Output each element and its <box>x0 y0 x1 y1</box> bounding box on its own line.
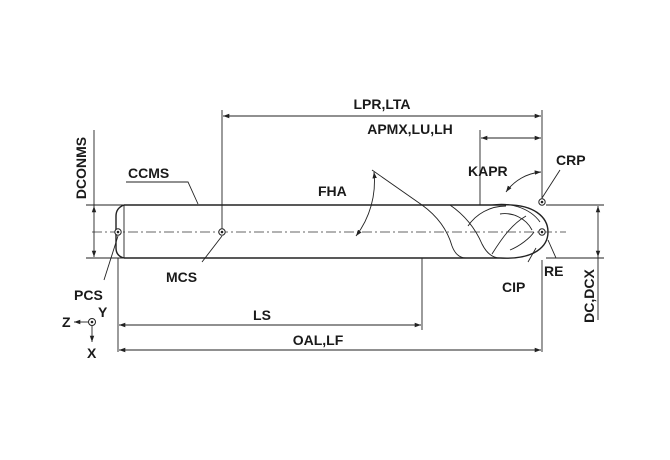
label-ls: LS <box>253 307 271 323</box>
label-apmx-lu-lh: APMX,LU,LH <box>367 121 453 137</box>
flute-helix-2 <box>449 204 501 259</box>
flute-outline <box>422 204 500 259</box>
label-lpr-lta: LPR,LTA <box>353 96 410 112</box>
leader-cip <box>527 247 537 263</box>
label-axis-y: Y <box>98 304 108 320</box>
leader-crp <box>541 169 561 199</box>
ball-edge-1 <box>499 213 533 231</box>
label-dconms: DCONMS <box>73 137 89 199</box>
label-axis-x: X <box>87 345 97 361</box>
label-fha: FHA <box>318 183 347 199</box>
extension-lines <box>86 110 604 352</box>
flute-helix-1 <box>421 204 467 259</box>
coordinate-axes-icon <box>74 318 96 342</box>
label-kapr: KAPR <box>468 163 508 179</box>
label-pcs: PCS <box>74 287 103 303</box>
flute-helix-3 <box>467 205 507 227</box>
label-ccms: CCMS <box>128 165 169 181</box>
cip-point-icon <box>538 228 546 236</box>
fha-angle <box>355 169 423 237</box>
label-re: RE <box>544 263 563 279</box>
ball-edge-3 <box>491 203 541 223</box>
ball-edge-2 <box>509 231 535 251</box>
label-dc-dcx: DC,DCX <box>581 269 597 323</box>
shank-outline <box>124 204 422 259</box>
kapr-angle <box>505 170 542 193</box>
leader-lines <box>103 169 561 281</box>
mcs-point-icon <box>218 228 226 236</box>
labels: LPR,LTA APMX,LU,LH CRP KAPR CCMS FHA MCS… <box>62 96 597 361</box>
flute-helix-4 <box>491 215 527 255</box>
label-cip: CIP <box>502 279 525 295</box>
crp-point-icon <box>538 198 546 206</box>
leader-re <box>547 239 557 259</box>
label-mcs: MCS <box>166 269 197 285</box>
tool-body <box>115 203 549 259</box>
reference-points <box>114 198 546 236</box>
pcs-point-icon <box>114 228 122 236</box>
leader-mcs <box>201 235 223 263</box>
leader-pcs <box>103 235 119 281</box>
label-axis-z: Z <box>62 314 71 330</box>
label-oal-lf: OAL,LF <box>293 332 344 348</box>
label-crp: CRP <box>556 152 586 168</box>
dimension-lines <box>91 113 601 353</box>
leader-ccms <box>126 181 199 205</box>
